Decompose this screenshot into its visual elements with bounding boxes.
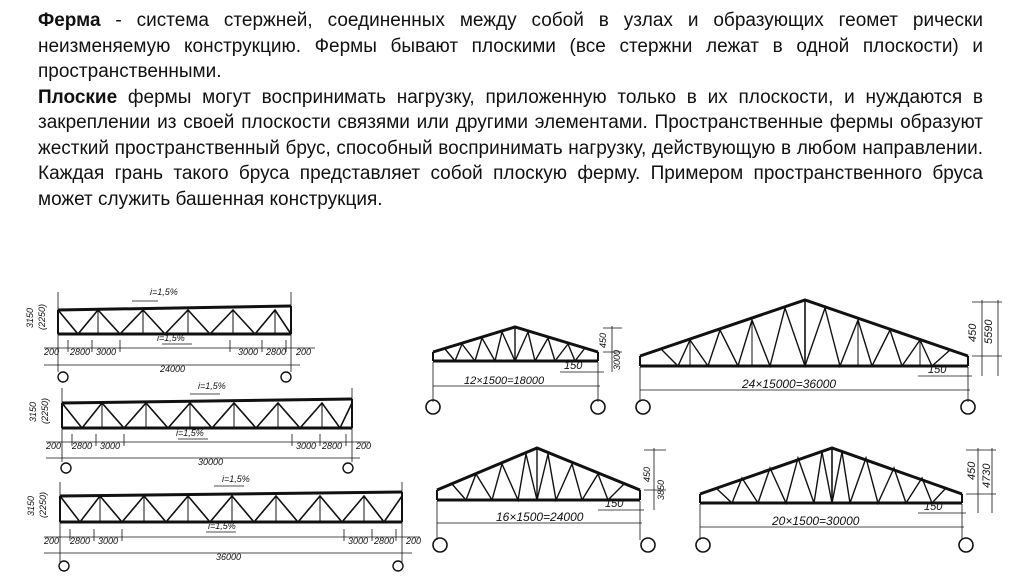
roof3-h-total: 3850 xyxy=(656,480,666,500)
truss3-panel-6: 200 xyxy=(405,536,421,546)
flat-truss-3 xyxy=(44,482,420,572)
roof1-span: 12×1500=18000 xyxy=(464,375,545,387)
roof3-span: 16×1500=24000 xyxy=(496,510,584,524)
text-block: Ферма - система стержней, соединенных ме… xyxy=(38,8,983,212)
truss1-panel-4: 3000 xyxy=(238,347,258,357)
roof3-h-top: 450 xyxy=(642,467,652,482)
truss1-slope-top: i=1,5% xyxy=(150,287,178,297)
truss1-slope-mid: i=1,5% xyxy=(157,333,185,343)
truss1-panel-6: 200 xyxy=(295,347,311,357)
flat-truss-2 xyxy=(46,388,370,474)
truss2-panel-6: 200 xyxy=(355,441,371,451)
truss1-panel-1: 200 xyxy=(43,347,59,357)
truss1-panel-5: 2800 xyxy=(265,347,286,357)
roof2-eave: 150 xyxy=(928,364,947,376)
roof4-h-total: 4730 xyxy=(981,463,993,488)
roof-truss-1 xyxy=(425,325,622,415)
roof1-eave: 150 xyxy=(564,360,583,372)
roof2-span: 24×15000=36000 xyxy=(741,377,836,391)
truss2-height-outer: 3150 xyxy=(28,402,38,422)
truss3-panel-2: 2800 xyxy=(69,536,90,546)
truss2-height-inner: (2250) xyxy=(40,398,50,424)
roof-truss-4 xyxy=(695,446,996,553)
definition-text: - система стержней, соединенных между со… xyxy=(38,10,983,82)
roof3-eave: 150 xyxy=(605,498,624,510)
truss1-span: 24000 xyxy=(159,364,185,374)
roof-truss-3 xyxy=(432,446,666,553)
truss2-panel-4: 3000 xyxy=(296,441,316,451)
truss2-panel-2: 2800 xyxy=(71,441,92,451)
flat-truss-1 xyxy=(44,292,315,383)
truss3-slope-top: i=1,5% xyxy=(222,474,250,484)
roof4-span: 20×1500=30000 xyxy=(771,514,860,528)
roof1-h-total: 3000 xyxy=(612,350,622,370)
roof2-h-top: 450 xyxy=(967,323,979,342)
truss2-panel-5: 2800 xyxy=(321,441,342,451)
truss3-panel-5: 2800 xyxy=(373,536,394,546)
truss2-span: 30000 xyxy=(198,457,223,467)
truss3-span: 36000 xyxy=(216,552,241,562)
truss2-panel-1: 200 xyxy=(45,441,61,451)
truss2-panel-3: 3000 xyxy=(100,441,120,451)
roof2-h-total: 5590 xyxy=(983,319,995,344)
planar-text: фермы могут воспринимать нагрузку, прило… xyxy=(38,86,983,210)
truss1-height-inner: (2250) xyxy=(37,304,47,330)
truss1-height-outer: 3150 xyxy=(25,308,35,328)
roof4-h-top: 450 xyxy=(966,461,978,480)
truss2-slope-top: i=1,5% xyxy=(198,381,226,391)
roof4-eave: 150 xyxy=(924,501,943,513)
truss2-slope-mid: i=1,5% xyxy=(176,428,204,438)
truss3-height-inner: (2250) xyxy=(38,492,48,518)
roof1-h-top: 450 xyxy=(598,333,608,348)
term-planar: Плоские xyxy=(38,86,118,108)
term-ferma: Ферма xyxy=(38,10,101,31)
truss3-slope-mid: i=1,5% xyxy=(208,521,236,531)
truss3-panel-1: 200 xyxy=(43,536,59,546)
paragraph-definition: Ферма - система стержней, соединенных ме… xyxy=(38,8,983,85)
paragraph-planar: Плоские фермы могут воспринимать нагрузк… xyxy=(38,85,983,213)
roof-truss-2 xyxy=(635,298,1002,415)
truss3-height-outer: 3150 xyxy=(26,496,36,516)
truss3-panel-3: 3000 xyxy=(98,536,118,546)
truss3-panel-4: 3000 xyxy=(348,536,368,546)
truss1-panel-2: 2800 xyxy=(69,347,90,357)
truss1-panel-3: 3000 xyxy=(96,347,116,357)
